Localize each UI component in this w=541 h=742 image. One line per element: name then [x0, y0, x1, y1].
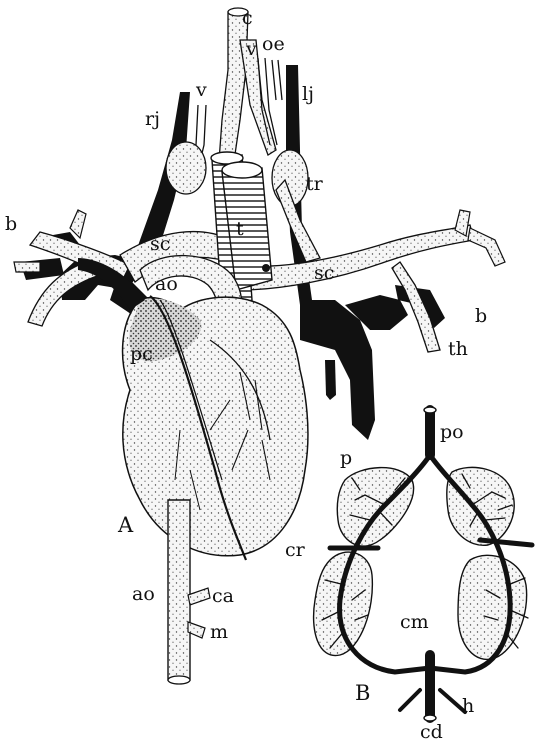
label-h: h — [462, 695, 474, 717]
label-tr: tr — [306, 173, 324, 195]
label-panel-b: B — [355, 681, 370, 705]
label-sc-right: sc — [314, 262, 334, 284]
label-panel-a: A — [117, 513, 134, 537]
label-cr: cr — [285, 539, 306, 561]
label-pc: pc — [130, 343, 153, 365]
label-po: po — [440, 421, 464, 443]
label-t: t — [236, 218, 244, 240]
label-cm: cm — [400, 611, 429, 633]
label-c: c — [242, 7, 253, 29]
label-rj: rj — [145, 108, 160, 130]
label-oe: oe — [262, 33, 285, 55]
label-v-left: v — [195, 79, 207, 101]
label-sc-left: sc — [150, 233, 170, 255]
figure-b: po cr cm B h cd — [285, 407, 532, 742]
figure-a: c v oe v lj rj tr t sc sc ao b b th pc p… — [5, 7, 505, 684]
label-th: th — [448, 338, 468, 360]
label-ao-lower: ao — [132, 583, 155, 605]
label-b-left: b — [5, 213, 17, 235]
label-m: m — [210, 621, 228, 643]
label-ca: ca — [212, 585, 234, 607]
label-ao-upper: ao — [155, 273, 178, 295]
heart — [78, 258, 308, 560]
label-b-right: b — [475, 305, 487, 327]
label-cd: cd — [420, 721, 443, 742]
label-p: p — [340, 447, 352, 469]
label-v-right: v — [245, 38, 257, 60]
label-lj: lj — [302, 83, 314, 105]
